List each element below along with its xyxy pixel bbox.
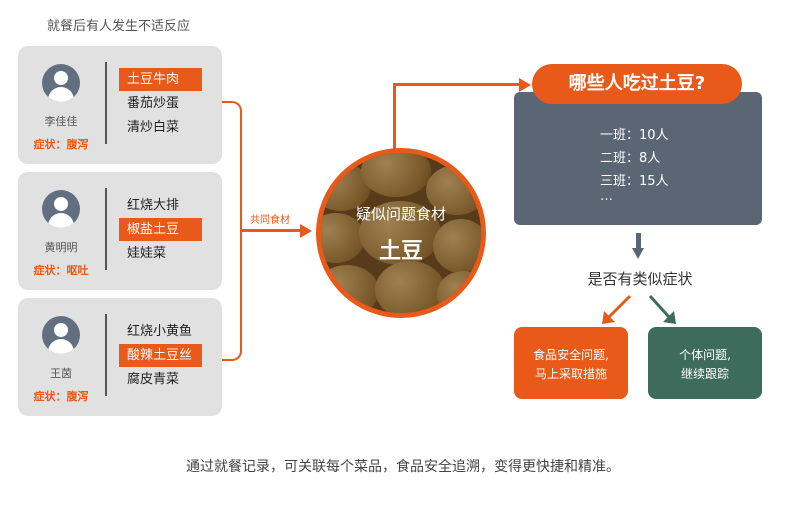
avatar-icon [42,316,80,354]
divider [105,314,107,396]
outcome-food-safety: 食品安全问题, 马上采取措施 [514,327,628,399]
arrow-line [636,233,641,249]
suspect-title: 疑似问题食材 [355,205,446,223]
person-card-1: 李佳佳 症状：腹泻 土豆牛肉 番茄炒蛋 清炒白菜 [18,46,222,164]
class-count-item: 三班：15人 [600,174,669,189]
arrow-right-icon [648,294,676,324]
class-count-box: 一班：10人 二班：8人 三班：15人 … [514,92,762,225]
branch-arrows [602,294,676,324]
dish-item: 娃娃菜 [127,246,167,261]
question-pill: 哪些人吃过土豆? [532,64,742,104]
outcome-individual: 个体问题, 继续跟踪 [648,327,762,399]
arrow-line [393,83,396,151]
dish-item: 腐皮青菜 [127,372,180,387]
decision-question: 是否有类似症状 [587,270,693,288]
dish-item-highlighted: 土豆牛肉 [119,68,202,91]
dish-item: 清炒白菜 [127,120,180,135]
outcome-text: 个体问题, [679,348,731,362]
symptom-label: 症状：腹泻 [33,138,89,151]
class-count-item: 二班：8人 [600,151,661,166]
suspect-food: 土豆 [378,239,423,264]
down-arrow-icon [632,248,644,259]
person-name: 李佳佳 [44,115,78,128]
person-name: 王茵 [50,367,72,380]
arrow-head-icon [300,224,312,238]
arrow-head-icon [519,78,531,92]
arrow-line [240,229,302,232]
outcome-text: 食品安全问题, [533,348,609,362]
arrow-line [393,83,521,86]
class-count-item: 一班：10人 [600,128,669,143]
avatar-icon [42,64,80,102]
dish-item-highlighted: 酸辣土豆丝 [119,344,202,367]
dish-item-highlighted: 椒盐土豆 [119,218,202,241]
dish-item: 红烧小黄鱼 [127,324,193,339]
arrow-left-icon [602,294,632,324]
divider [105,62,107,144]
diagram-heading: 就餐后有人发生不适反应 [47,19,191,34]
class-count-item: … [600,189,613,204]
footer-caption: 通过就餐记录，可关联每个菜品，食品安全追溯，变得更快捷和精准。 [186,459,620,475]
bracket-connector [222,101,242,361]
shared-ingredient-label: 共同食材 [250,215,290,226]
person-card-2: 黄明明 症状：呕吐 红烧大排 椒盐土豆 娃娃菜 [18,172,222,290]
dish-item: 番茄炒蛋 [127,96,180,111]
divider [105,188,107,270]
person-card-3: 王茵 症状：腹泻 红烧小黄鱼 酸辣土豆丝 腐皮青菜 [18,298,222,416]
avatar-icon [42,190,80,228]
symptom-label: 症状：呕吐 [33,264,89,277]
person-name: 黄明明 [44,241,78,254]
outcome-text: 马上采取措施 [534,367,607,381]
symptom-label: 症状：腹泻 [33,390,89,403]
dish-item: 红烧大排 [127,198,180,213]
outcome-text: 继续跟踪 [680,367,729,381]
suspect-food-circle: 疑似问题食材 土豆 [316,148,486,318]
